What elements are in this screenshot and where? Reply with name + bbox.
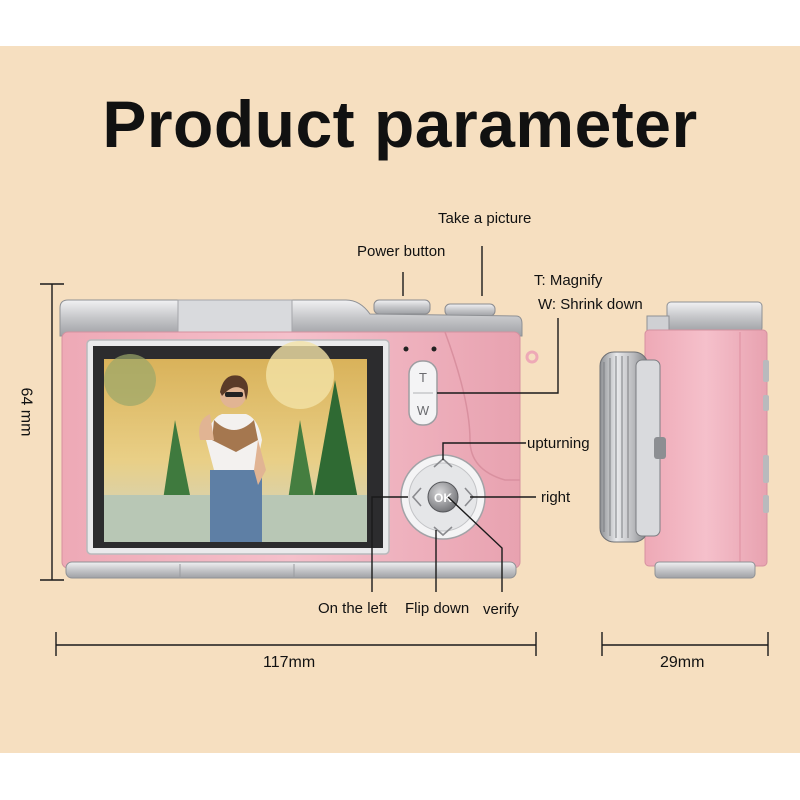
dimension-lines <box>40 283 769 656</box>
power-dial[interactable] <box>373 299 431 315</box>
on-the-left-label: On the left <box>318 600 388 617</box>
ok-button-label: OK <box>434 491 452 505</box>
power-button-label: Power button <box>357 243 446 260</box>
depth-dimension-label: 29mm <box>660 654 705 671</box>
tele-button-label: T <box>419 370 427 385</box>
verify-label: verify <box>483 601 519 618</box>
width-dimension-label: 117mm <box>263 654 316 671</box>
height-dimension-label: 64 mm <box>17 387 35 437</box>
lcd-screen <box>86 339 390 555</box>
callout-lines <box>371 246 559 592</box>
take-picture-label: Take a picture <box>438 210 532 227</box>
w-shrink-label: W: Shrink down <box>538 296 643 313</box>
wide-button-label: W <box>417 403 430 418</box>
right-label: right <box>541 489 571 506</box>
dpad-down-arrow[interactable] <box>433 526 453 537</box>
camera-side-view <box>599 301 769 579</box>
dpad-left-arrow[interactable] <box>411 487 422 507</box>
flip-down-label: Flip down <box>405 600 470 617</box>
shutter-dial[interactable] <box>444 303 496 317</box>
upturning-label: upturning <box>527 435 590 452</box>
t-magnify-label: T: Magnify <box>534 272 603 289</box>
ok-button[interactable] <box>427 481 459 513</box>
navigation-dpad[interactable] <box>400 454 486 540</box>
page-title: Product parameter <box>102 87 698 161</box>
camera-front-view: OK T W <box>59 299 539 579</box>
